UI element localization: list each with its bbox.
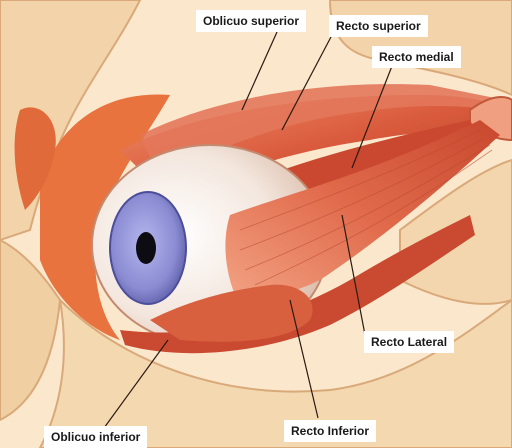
label-recto-inferior: Recto Inferior <box>284 420 376 442</box>
pupil <box>136 232 156 264</box>
label-oblicuo-inferior: Oblicuo inferior <box>44 426 147 448</box>
label-recto-lateral: Recto Lateral <box>364 331 454 353</box>
label-oblicuo-superior: Oblicuo superior <box>196 10 306 32</box>
label-recto-superior: Recto superior <box>329 15 428 37</box>
label-recto-medial: Recto medial <box>372 46 461 68</box>
